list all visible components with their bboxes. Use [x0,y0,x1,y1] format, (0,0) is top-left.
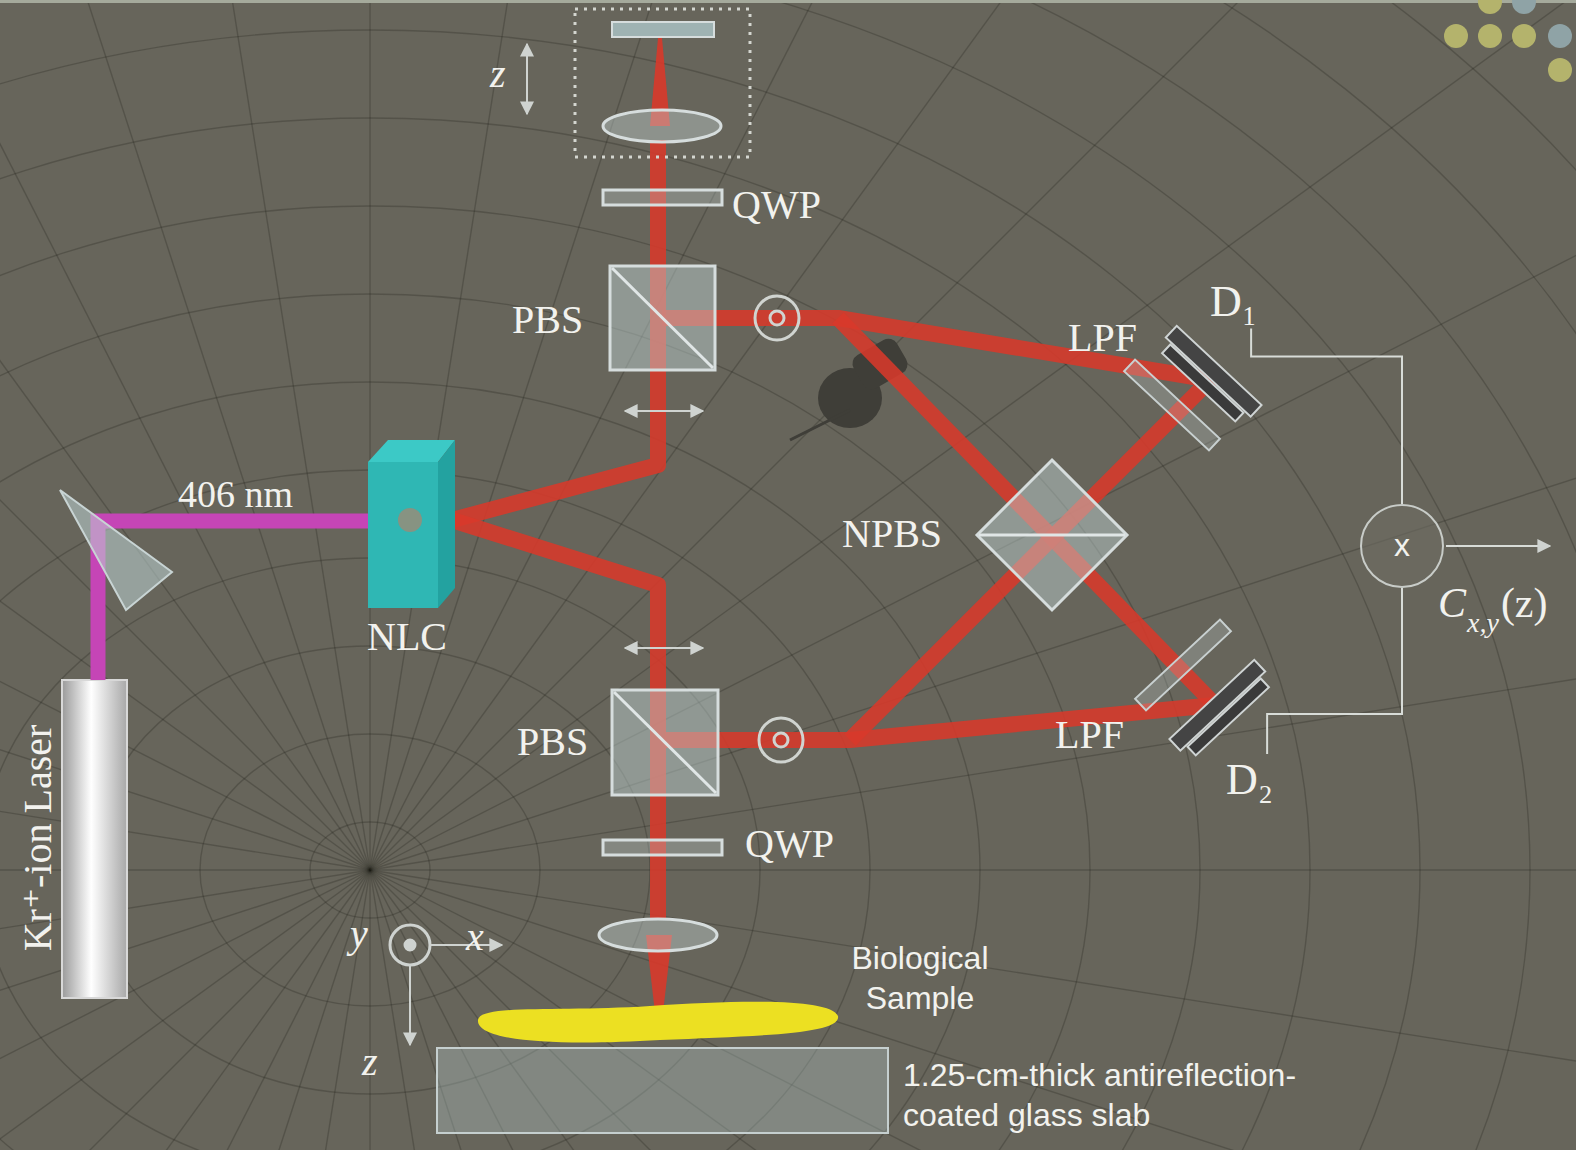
mirror [612,22,714,37]
wavelength-label: 406 nm [178,474,293,516]
grid-ring [0,30,1420,1150]
signal-label: C [1438,580,1466,626]
signal-subscript: x,y [1467,608,1499,639]
grid-line [370,870,1576,1150]
photon-beams [452,140,1215,920]
slab-label: 1.25-cm-thick antireflection-coated glas… [903,1055,1383,1135]
lens [603,110,721,142]
component-label: QWP [745,822,834,866]
output-line [1446,545,1550,547]
multiplier-circle: x [1360,504,1444,588]
z-scan-arrow [526,44,528,114]
prism [60,490,172,610]
component-label: LPF [1055,713,1124,757]
axis-label: z [362,1040,378,1084]
grid-line [370,870,1576,1150]
grid-line [370,870,1576,1150]
detector-label: D₁ [1206,276,1261,328]
non-polarizing-beam-splitter [977,460,1127,610]
quarter-wave-plate [603,190,722,205]
detector-label: D₂ [1222,754,1277,806]
glass-slab [437,1048,888,1133]
grid-line [370,870,1576,1150]
component-label: QWP [732,183,821,227]
detector [1169,660,1274,761]
signal-label: (z) [1501,580,1548,626]
detector [1156,326,1261,427]
lens [599,919,717,951]
polarizing-beam-splitter [612,690,718,795]
grid-line [369,870,370,1150]
laser-tube [62,680,127,998]
translation-stage [575,9,750,157]
sample-label: Biological Sample [815,938,1025,1018]
axis-label: y [350,912,368,956]
grid-line [370,870,1576,1150]
component-label: PBS [517,720,588,764]
camera-mount [790,335,911,440]
nonlinear-crystal [368,440,455,608]
node-text: D₂ [1226,756,1273,804]
top-rule [0,0,1576,3]
axis-label: z [490,52,506,96]
polarization-out-of-plane [755,296,803,762]
grid-line [370,7,1576,870]
component-label: LPF [1068,316,1137,360]
polarization-arrow [625,410,703,412]
grid-ring [0,118,1310,1150]
grid-line [369,0,370,870]
grid-ring [0,0,1530,1150]
grid-line [370,869,1576,870]
polarizing-beam-splitter [610,266,715,370]
node-text: D₁ [1210,278,1257,326]
component-label: NLC [367,615,447,659]
signal-wire [1267,588,1402,754]
grid-line [370,0,1233,870]
pump-beam [98,521,400,680]
grid-ring [310,822,430,918]
axis-label: x [466,915,484,959]
grid-ring [200,734,540,1006]
biological-sample [478,1002,838,1043]
component-label: NPBS [842,512,942,556]
signal-wire [1251,328,1402,504]
node-text: x [1394,528,1410,563]
component-label: PBS [512,298,583,342]
grid-ring [0,382,980,1150]
grid-line [370,283,1576,870]
corner-dots [1444,0,1572,82]
grid-line [370,870,1487,1150]
polarization-arrow [625,647,703,649]
laser-label: Kr⁺-ion Laser [16,725,60,952]
quarter-wave-plate [603,840,722,855]
grid-ring [0,294,1090,1150]
